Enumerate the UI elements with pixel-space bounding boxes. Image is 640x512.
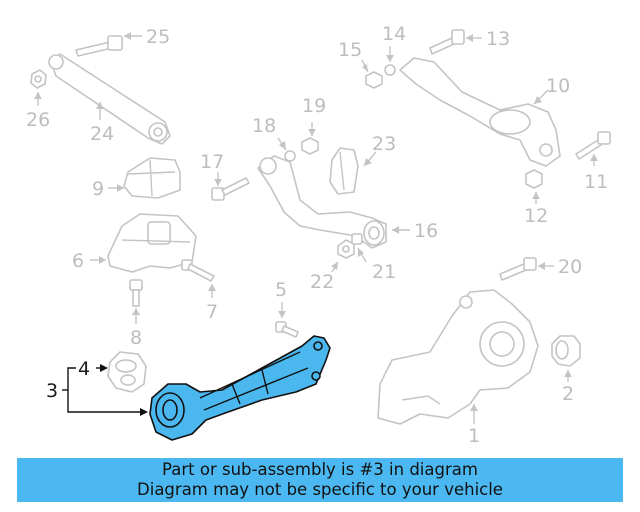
part-1-knuckle[interactable] (377, 289, 539, 425)
callout-12: 12 (524, 205, 548, 227)
callout-22: 22 (310, 271, 334, 293)
callout-11: 11 (584, 171, 608, 193)
part-21-bolt[interactable] (351, 233, 363, 245)
part-12-nut[interactable] (525, 169, 543, 189)
part-16-control-arm[interactable] (257, 155, 387, 249)
part-26-nut[interactable] (30, 69, 47, 89)
callout-2: 2 (562, 383, 574, 405)
banner-line-1: Part or sub-assembly is #3 in diagram (162, 460, 478, 479)
part-3-trailing-arm[interactable] (149, 335, 331, 441)
callout-1: 1 (468, 425, 480, 447)
callout-26: 26 (26, 109, 50, 131)
part-4-bushing[interactable] (107, 351, 147, 393)
part-23-bracket[interactable] (329, 147, 359, 195)
callout-6: 6 (72, 250, 84, 272)
callout-4: 4 (78, 358, 90, 380)
part-18-washer[interactable] (284, 150, 296, 162)
part-9-bushing[interactable] (123, 157, 181, 199)
callout-10: 10 (546, 75, 570, 97)
callout-7: 7 (206, 301, 218, 323)
callout-15: 15 (338, 39, 362, 61)
part-22-nut[interactable] (337, 239, 355, 259)
part-15-nut[interactable] (365, 71, 383, 89)
callout-14: 14 (382, 23, 406, 45)
callout-13: 13 (486, 28, 510, 50)
part-7-bolt[interactable] (181, 259, 215, 282)
callout-3: 3 (46, 380, 58, 402)
part-5-bolt[interactable] (275, 321, 299, 338)
callout-20: 20 (558, 256, 582, 278)
callout-19: 19 (302, 95, 326, 117)
info-banner: Part or sub-assembly is #3 in diagram Di… (17, 458, 623, 502)
part-14-washer[interactable] (384, 64, 396, 76)
callout-16: 16 (414, 220, 438, 242)
part-17-bolt[interactable] (211, 177, 250, 201)
callout-24: 24 (90, 123, 114, 145)
part-25-bolt[interactable] (75, 35, 123, 57)
part-13-bolt[interactable] (429, 29, 465, 55)
callout-9: 9 (92, 178, 104, 200)
callout-25: 25 (146, 26, 170, 48)
part-19-nut[interactable] (301, 137, 319, 155)
part-10-lower-arm[interactable] (399, 57, 561, 167)
callout-23: 23 (372, 133, 396, 155)
part-24-lateral-link[interactable] (48, 53, 171, 145)
part-8-bolt[interactable] (129, 279, 143, 307)
banner-line-2: Diagram may not be specific to your vehi… (137, 480, 503, 499)
callout-8: 8 (130, 327, 142, 349)
part-11-bolt[interactable] (575, 131, 611, 160)
callout-5: 5 (275, 279, 287, 301)
callout-21: 21 (372, 261, 396, 283)
part-2-bushing[interactable] (551, 335, 581, 367)
callout-17: 17 (200, 151, 224, 173)
part-20-bolt[interactable] (499, 257, 537, 281)
callout-18: 18 (252, 115, 276, 137)
